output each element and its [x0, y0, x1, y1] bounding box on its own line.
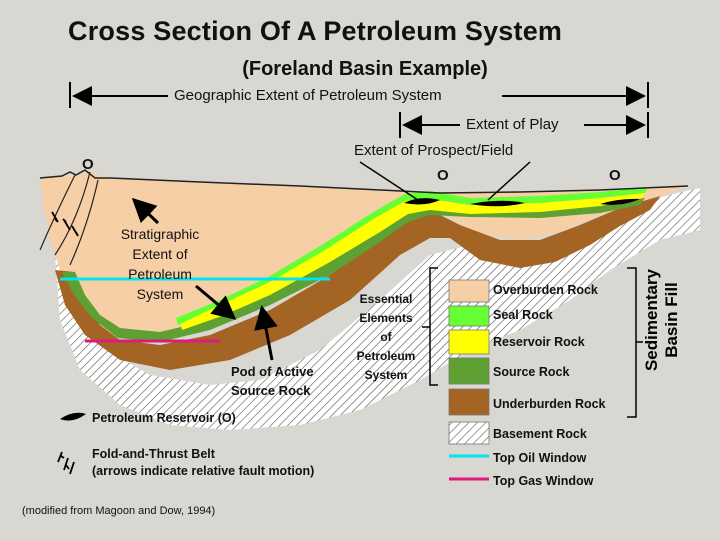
reservoir-marker-o: O	[437, 167, 449, 184]
essential-elements-label: Essential Elements of Petroleum System	[356, 292, 416, 382]
pod-source-rock-label: Pod of Active Source Rock	[231, 364, 314, 398]
play-extent-label: Extent of Play	[466, 116, 559, 133]
underburden-rock	[55, 196, 660, 370]
source-rock	[62, 198, 645, 342]
thrust-faults	[39, 171, 99, 266]
petroleum-reservoirs	[404, 198, 640, 207]
sedimentary-basin-fill-label: Sedimentary Basin Fill	[642, 268, 681, 372]
geographic-extent-label: Geographic Extent of Petroleum System	[174, 87, 442, 104]
reservoir-marker-o: O	[82, 156, 94, 173]
basement-swatch	[448, 421, 490, 445]
stratigraphic-pointer-upper	[131, 197, 160, 225]
prospect-extent-label: Extent of Prospect/Field	[354, 142, 514, 159]
land-surface	[39, 169, 689, 194]
source-swatch	[448, 357, 490, 385]
fault-arrow-icons	[51, 211, 79, 237]
legend-basement-label: Basement Rock	[493, 427, 587, 441]
legend-reservoir-label: Reservoir Rock	[493, 335, 585, 349]
legend-overburden-label: Overburden Rock	[493, 283, 598, 297]
stratigraphic-pointer-lower	[195, 284, 237, 320]
prospect-pointer-left	[359, 161, 419, 201]
geographic-extent-bar	[69, 82, 649, 108]
reservoir-symbol-icon	[60, 412, 86, 421]
page-title: Cross Section Of A Petroleum System	[68, 16, 563, 46]
reservoir-swatch	[448, 329, 490, 355]
legend-seal-label: Seal Rock	[493, 308, 553, 322]
seal-swatch	[448, 305, 490, 327]
underburden-swatch	[448, 388, 490, 416]
prospect-pointer-right	[487, 161, 531, 201]
citation: (modified from Magoon and Dow, 1994)	[22, 505, 216, 517]
essential-elements-bracket	[422, 267, 438, 386]
legend-gas-window-label: Top Gas Window	[493, 474, 594, 488]
overburden-swatch	[448, 279, 490, 303]
legend-underburden-label: Underburden Rock	[493, 397, 606, 411]
basin-fill-bracket	[627, 267, 643, 418]
legend-swatches	[448, 279, 490, 445]
reservoir-marker-o: O	[609, 167, 621, 184]
legend-source-label: Source Rock	[493, 365, 570, 379]
legend-oil-window-label: Top Oil Window	[493, 451, 587, 465]
fold-thrust-symbol-icon	[57, 451, 75, 475]
page-subtitle: (Foreland Basin Example)	[242, 58, 488, 80]
stratigraphic-extent-label: Stratigraphic Extent of Petroleum System	[120, 226, 200, 302]
pod-pointer	[254, 305, 278, 361]
fold-thrust-symbol-label: Fold-and-Thrust Belt (arrows indicate re…	[92, 447, 315, 478]
reservoir-symbol-label: Petroleum Reservoir (O)	[92, 411, 236, 425]
play-extent-bar	[399, 112, 649, 138]
